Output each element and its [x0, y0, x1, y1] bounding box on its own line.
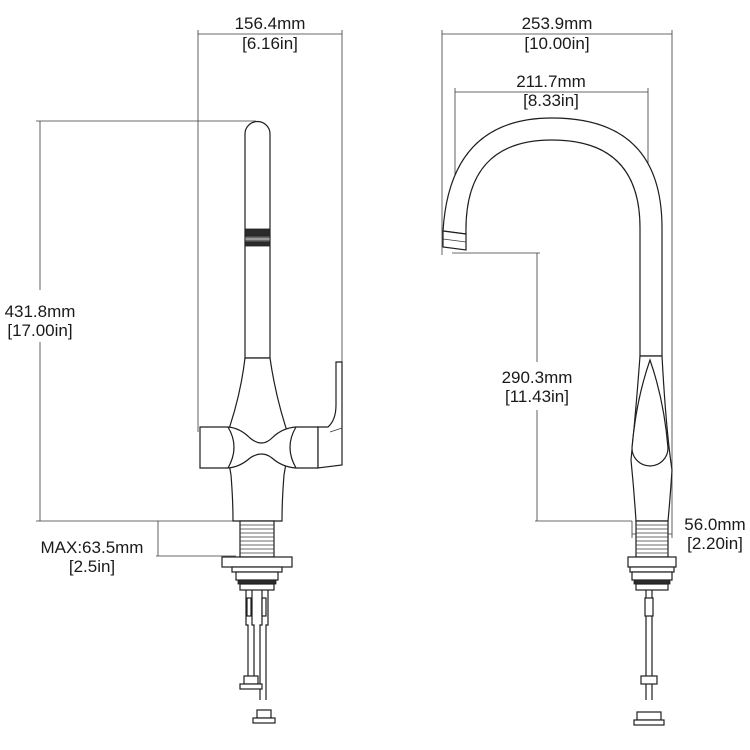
front-width-in: [6.16in]	[242, 34, 298, 53]
front-width-mm: 156.4mm	[235, 14, 306, 33]
front-height-in: [17.00in]	[7, 321, 72, 340]
side-spout-height-mm: 290.3mm	[502, 368, 573, 387]
side-overall-reach-dimension: 253.9mm [10.00in]	[441, 14, 673, 521]
side-deck-mount	[627, 520, 677, 726]
front-height-mm: 431.8mm	[5, 302, 76, 321]
front-view: 156.4mm [6.16in] 431.8mm [17.00in] MAX:6…	[5, 14, 343, 724]
front-max-deck-in: [2.5in]	[69, 557, 115, 576]
front-width-dimension: 156.4mm [6.16in]	[197, 14, 343, 432]
front-height-dimension: 431.8mm [17.00in]	[5, 120, 256, 522]
side-base-diameter-mm: 56.0mm	[684, 515, 745, 534]
side-spout-reach-dimension: 211.7mm [8.33in]	[454, 72, 649, 356]
side-base-diameter-in: [2.20in]	[687, 534, 743, 553]
side-spout-height-in: [11.43in]	[505, 387, 569, 406]
front-faucet-body	[199, 120, 343, 522]
side-spout-reach-mm: 211.7mm	[516, 72, 586, 91]
front-max-deck-mm: MAX:63.5mm	[41, 538, 144, 557]
side-view: 253.9mm [10.00in] 211.7mm [8.33in] 290.3…	[441, 14, 746, 726]
front-max-deck-dimension: MAX:63.5mm [2.5in]	[41, 521, 236, 576]
side-spout-height-dimension: 290.3mm [11.43in]	[452, 252, 632, 522]
front-deck-mount	[221, 520, 293, 724]
side-overall-reach-in: [10.00in]	[524, 34, 589, 53]
side-faucet-body	[442, 117, 673, 522]
side-spout-reach-in: [8.33in]	[523, 91, 579, 110]
side-base-diameter-dimension: 56.0mm [2.20in]	[631, 515, 746, 553]
side-overall-reach-mm: 253.9mm	[522, 14, 593, 33]
